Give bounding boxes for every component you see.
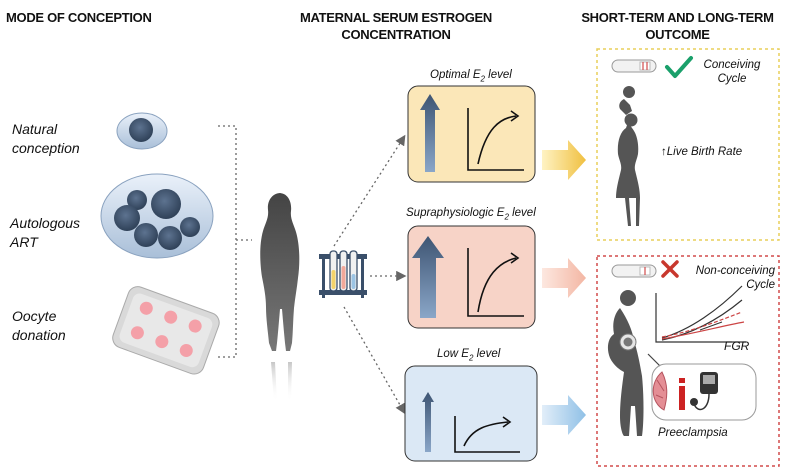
growth-chart-icon bbox=[655, 285, 746, 343]
pregnancy-test-icon bbox=[611, 264, 657, 278]
rising-curve-icon bbox=[467, 108, 524, 171]
supra-outcome-arrow bbox=[542, 258, 586, 298]
header-maternal-estrogen: MATERNAL SERUM ESTROGEN CONCENTRATION bbox=[276, 9, 516, 43]
pointer-line bbox=[647, 353, 661, 367]
fgr-label: FGR bbox=[724, 339, 750, 353]
header-outcome: SHORT-TERM AND LONG-TERM OUTCOME bbox=[570, 9, 785, 43]
header-estrogen-line2: CONCENTRATION bbox=[341, 27, 451, 42]
flat-curve-icon bbox=[454, 416, 520, 453]
optimal-level-panel bbox=[407, 85, 536, 183]
mother-child-icon bbox=[616, 86, 640, 226]
woman-silhouette-icon bbox=[260, 193, 300, 402]
art-embryos-icon bbox=[100, 173, 214, 259]
natural-conception-oocyte-icon bbox=[116, 112, 168, 150]
header-outcome-line1: SHORT-TERM AND LONG-TERM bbox=[581, 10, 774, 25]
blood-pressure-icon bbox=[679, 372, 718, 411]
branch-arrows bbox=[333, 134, 407, 415]
low-level-label: Low E2 level bbox=[437, 348, 501, 363]
supraphysiologic-level-panel bbox=[407, 225, 536, 329]
test-tubes-icon bbox=[319, 250, 367, 298]
preeclampsia-label: Preeclampsia bbox=[658, 427, 728, 439]
placenta-icon bbox=[652, 371, 668, 411]
header-outcome-line2: OUTCOME bbox=[645, 27, 710, 42]
header-mode-of-conception: MODE OF CONCEPTION bbox=[6, 10, 152, 25]
cross-icon bbox=[661, 260, 679, 278]
large-up-arrow-icon bbox=[412, 236, 444, 318]
check-icon bbox=[665, 56, 693, 78]
supraphysiologic-level-label: Supraphysiologic E2 level bbox=[406, 207, 536, 222]
pregnancy-test-icon bbox=[611, 59, 657, 73]
optimal-level-label: Optimal E2 level bbox=[430, 69, 512, 84]
conceiving-cycle-label: Conceiving Cycle bbox=[703, 59, 761, 85]
low-level-panel bbox=[404, 365, 538, 462]
rising-curve-icon bbox=[467, 248, 524, 317]
live-birth-rate-label: ↑Live Birth Rate bbox=[661, 146, 743, 158]
optimal-outcome-arrow bbox=[542, 140, 586, 180]
donor-pill-pack-icon bbox=[112, 286, 220, 375]
medium-up-arrow-icon bbox=[420, 94, 440, 172]
pregnant-woman-icon bbox=[607, 290, 644, 436]
conceiving-outcome-panel bbox=[596, 48, 780, 241]
header-estrogen-line1: MATERNAL SERUM ESTROGEN bbox=[300, 10, 492, 25]
nonconceiving-cycle-label: Non-conceiving Cycle bbox=[695, 265, 775, 291]
mode-bracket bbox=[218, 125, 252, 358]
nonconceiving-outcome-panel bbox=[596, 255, 780, 467]
small-up-arrow-icon bbox=[422, 392, 434, 452]
low-outcome-arrow bbox=[542, 395, 586, 435]
